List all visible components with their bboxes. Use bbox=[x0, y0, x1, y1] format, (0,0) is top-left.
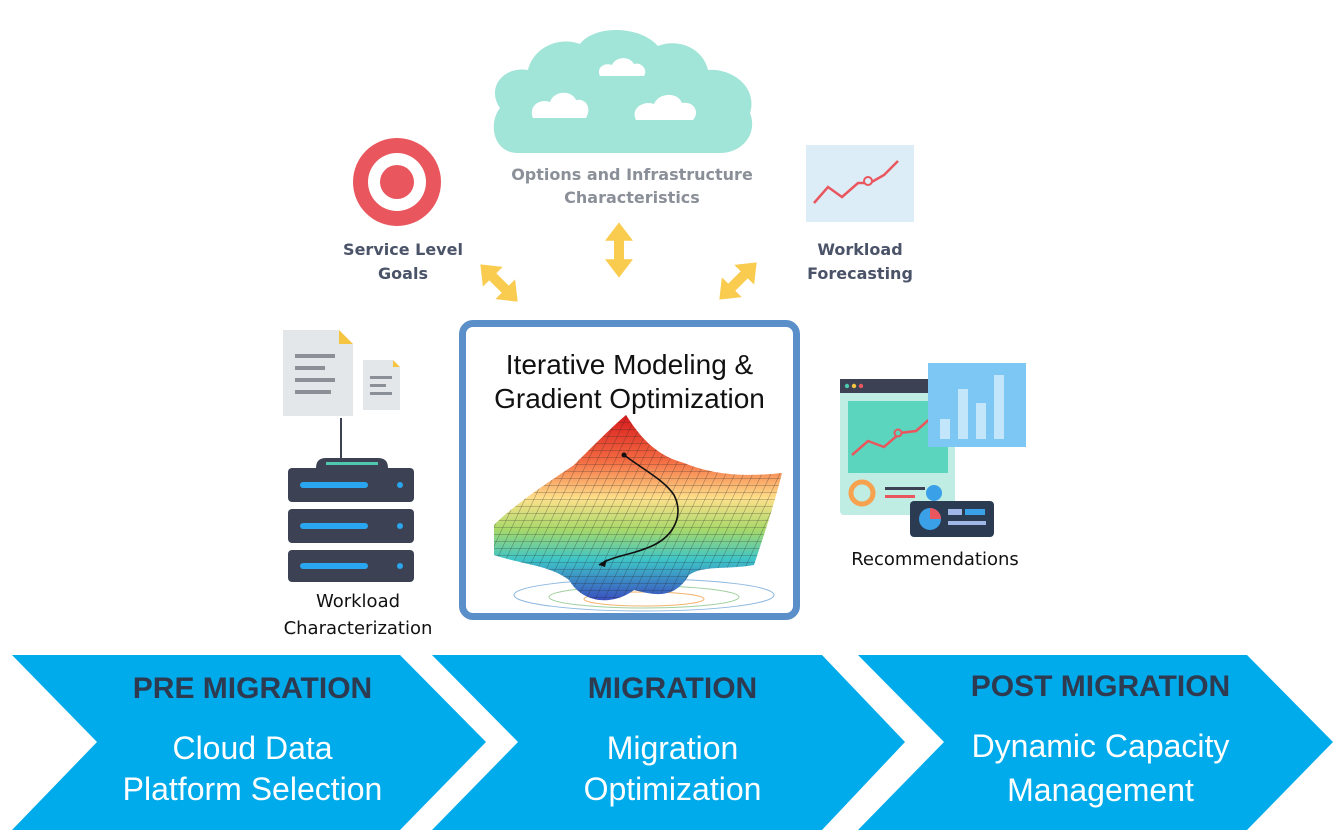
documents-icon bbox=[283, 330, 400, 416]
dashboard-icon bbox=[840, 363, 1026, 537]
optimization-box: Iterative Modeling & Gradient Optimizati… bbox=[459, 320, 800, 620]
workload-char-line2: Characterization bbox=[283, 618, 433, 639]
stage-sub-post-line2: Management bbox=[1007, 772, 1194, 808]
chevron-post-migration bbox=[858, 655, 1333, 830]
stage-title-post-migration: POST MIGRATION bbox=[970, 670, 1231, 703]
chevron-pre-migration bbox=[12, 655, 486, 830]
cloud-icon bbox=[493, 30, 753, 153]
stage-title-pre-migration: PRE MIGRATION bbox=[132, 672, 373, 705]
recommendations-label: Recommendations bbox=[851, 549, 1019, 570]
service-level-line1: Service Level bbox=[343, 240, 463, 259]
center-title-line1: Iterative Modeling & bbox=[505, 349, 754, 380]
cloud-label-line2: Characteristics bbox=[564, 188, 700, 207]
workload-forecasting-line2: Forecasting bbox=[807, 264, 913, 283]
arrow-cloud-to-center bbox=[605, 222, 633, 278]
surface-plot-icon bbox=[494, 415, 782, 612]
stage-sub-pre-line2: Platform Selection bbox=[122, 771, 383, 807]
arrow-target-to-center bbox=[480, 264, 518, 302]
workload-forecasting-line1: Workload bbox=[817, 240, 903, 259]
stage-sub-post-line1: Dynamic Capacity bbox=[971, 728, 1230, 764]
center-title-line2: Gradient Optimization bbox=[494, 383, 765, 414]
server-icon bbox=[288, 418, 414, 582]
stage-sub-mig-line1: Migration bbox=[606, 730, 739, 766]
cloud-label-line1: Options and Infrastructure bbox=[511, 165, 753, 184]
target-icon bbox=[353, 138, 441, 226]
line-chart-icon bbox=[806, 145, 914, 222]
stage-sub-pre-line1: Cloud Data bbox=[172, 730, 333, 766]
service-level-line2: Goals bbox=[378, 264, 428, 283]
stage-title-migration: MIGRATION bbox=[587, 672, 758, 705]
arrow-forecast-to-center bbox=[719, 262, 757, 300]
stage-sub-mig-line2: Optimization bbox=[583, 771, 762, 807]
workload-char-line1: Workload bbox=[315, 591, 401, 612]
chevron-migration bbox=[432, 655, 905, 830]
